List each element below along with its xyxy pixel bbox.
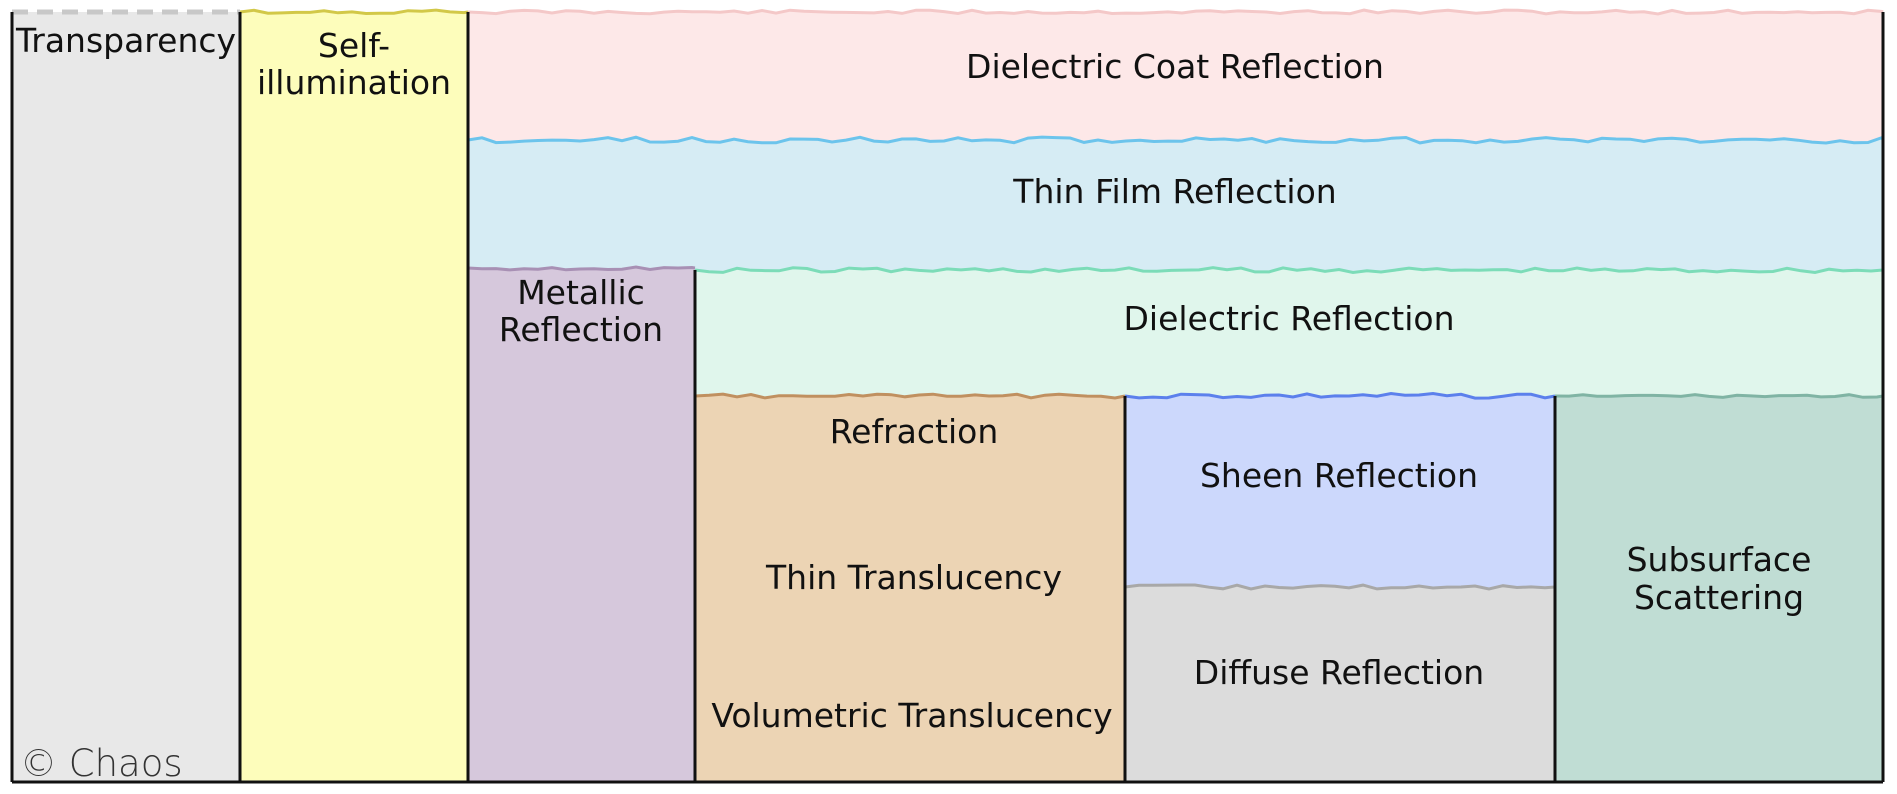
- subsurface-region: [1555, 394, 1883, 782]
- subsurface-edge: [1554, 393, 1884, 399]
- subsurface-label-line2: Scattering: [1634, 578, 1804, 617]
- thin-film-edge: [467, 135, 1885, 145]
- dielectric-coat-region: [468, 10, 1883, 142]
- dielectric-edge: [694, 266, 1884, 275]
- dielectric-coat-edge: [467, 8, 1884, 16]
- metallic-label-line1: Metallic: [517, 273, 645, 312]
- refraction-region: [695, 394, 1125, 782]
- sheen-label: Sheen Reflection: [1200, 456, 1478, 495]
- self-illumination-edge: [239, 8, 469, 16]
- transparency-region: [12, 12, 240, 782]
- diffuse-edge: [1124, 583, 1556, 591]
- self-illumination-region: [240, 12, 468, 782]
- dielectric-region: [695, 267, 1883, 400]
- subsurface-label-line1: Subsurface: [1627, 540, 1812, 579]
- diffuse-region: [1125, 585, 1555, 782]
- sheen-edge: [1124, 391, 1556, 400]
- dielectric-label: Dielectric Reflection: [1124, 299, 1455, 338]
- thin-film-region: [468, 137, 1883, 272]
- metallic-edge: [467, 265, 696, 272]
- metallic-region: [468, 267, 695, 782]
- self-illumination-label-line1: Self-: [318, 26, 390, 65]
- divider-lines: [10, 12, 1885, 784]
- transparency-label: Transparency: [15, 21, 236, 60]
- thin-translucency-label: Thin Translucency: [765, 558, 1062, 597]
- thin-film-label: Thin Film Reflection: [1012, 172, 1336, 211]
- dielectric-coat-label: Dielectric Coat Reflection: [966, 47, 1384, 86]
- metallic-label-line2: Reflection: [499, 310, 663, 349]
- diffuse-label: Diffuse Reflection: [1194, 653, 1484, 692]
- self-illumination-label-line2: illumination: [257, 63, 451, 102]
- sheen-region: [1125, 393, 1555, 590]
- refraction-edge: [694, 392, 1126, 400]
- refraction-label: Refraction: [830, 412, 999, 451]
- volumetric-translucency-label: Volumetric Translucency: [711, 696, 1112, 735]
- copyright-text: © Chaos: [20, 742, 183, 785]
